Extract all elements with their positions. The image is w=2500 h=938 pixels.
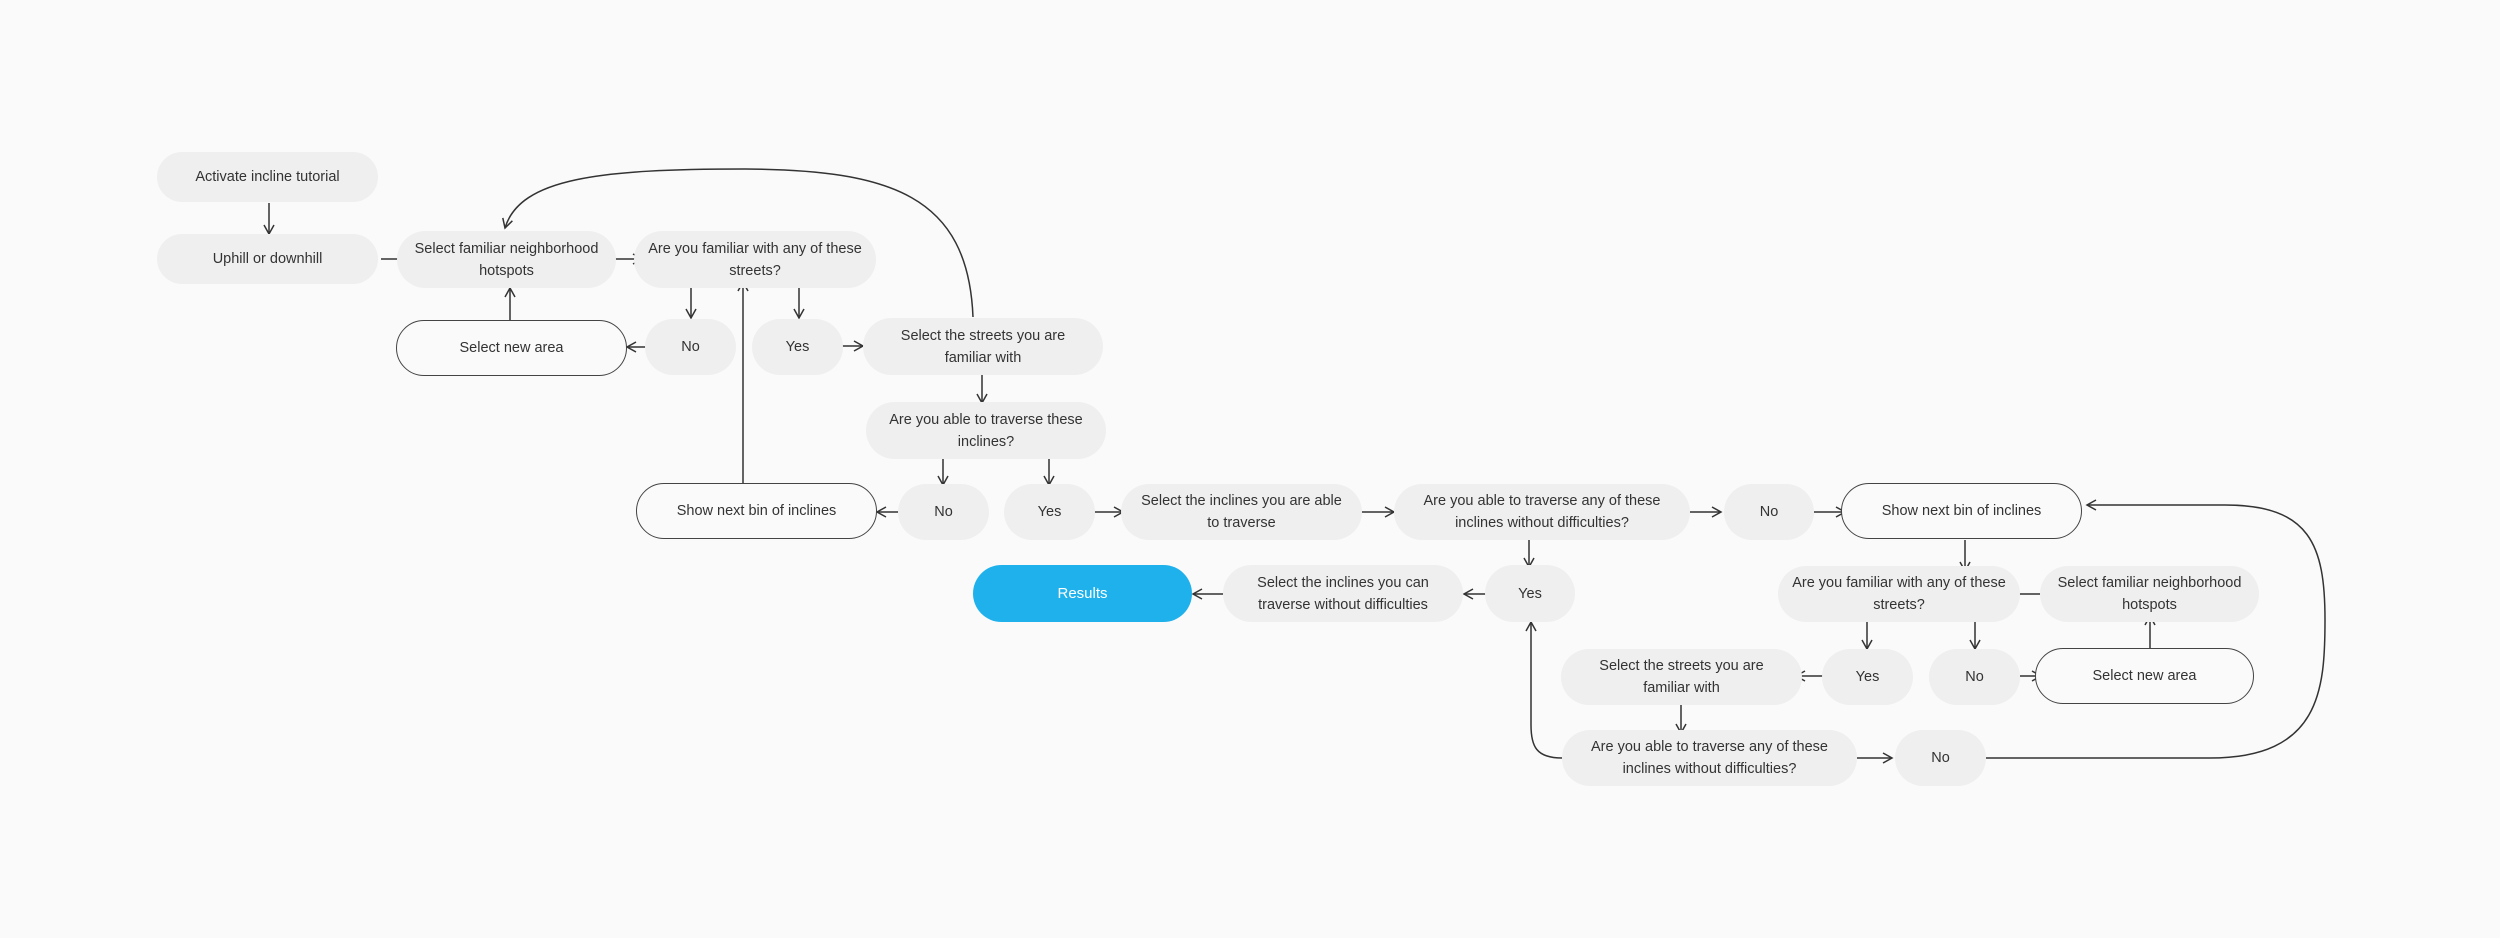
select-inclines-node[interactable]: Select the inclines you are able to trav… <box>1121 484 1362 540</box>
yes-node[interactable]: Yes <box>1822 649 1913 705</box>
traverse-difficulty-question-node[interactable]: Are you able to traverse any of these in… <box>1394 484 1690 540</box>
yes-node[interactable]: Yes <box>752 319 843 375</box>
results-node[interactable]: Results <box>973 565 1192 622</box>
yes-node[interactable]: Yes <box>1004 484 1095 540</box>
familiar-streets-question-node[interactable]: Are you familiar with any of these stree… <box>634 231 876 288</box>
show-next-bin-node[interactable]: Show next bin of inclines <box>1841 483 2082 539</box>
edge-difficulty-q2-to-yes3 <box>1525 620 1563 759</box>
select-hotspots-node[interactable]: Select familiar neighborhood hotspots <box>2040 566 2259 622</box>
edge-streets1-loop-to-hotspots <box>502 168 974 318</box>
familiar-streets-question-node[interactable]: Are you familiar with any of these stree… <box>1778 566 2020 622</box>
select-streets-node[interactable]: Select the streets you are familiar with <box>1561 649 1802 705</box>
traverse-difficulty-question-node[interactable]: Are you able to traverse any of these in… <box>1562 730 1857 786</box>
select-new-area-node[interactable]: Select new area <box>2035 648 2254 704</box>
no-node[interactable]: No <box>898 484 989 540</box>
no-node[interactable]: No <box>1929 649 2020 705</box>
select-new-area-node[interactable]: Select new area <box>396 320 627 376</box>
uphill-downhill-node[interactable]: Uphill or downhill <box>157 234 378 284</box>
traverse-inclines-question-node[interactable]: Are you able to traverse these inclines? <box>866 402 1106 459</box>
select-streets-node[interactable]: Select the streets you are familiar with <box>863 318 1103 375</box>
show-next-bin-node[interactable]: Show next bin of inclines <box>636 483 877 539</box>
yes-node[interactable]: Yes <box>1485 565 1575 622</box>
activate-tutorial-node[interactable]: Activate incline tutorial <box>157 152 378 202</box>
edge-no5-loop-to-next-bin2 <box>1986 499 2326 759</box>
select-hotspots-node[interactable]: Select familiar neighborhood hotspots <box>397 231 616 288</box>
no-node[interactable]: No <box>645 319 736 375</box>
no-node[interactable]: No <box>1724 484 1814 540</box>
no-node[interactable]: No <box>1895 730 1986 786</box>
select-inclines-no-difficulty-node[interactable]: Select the inclines you can traverse wit… <box>1223 565 1463 622</box>
